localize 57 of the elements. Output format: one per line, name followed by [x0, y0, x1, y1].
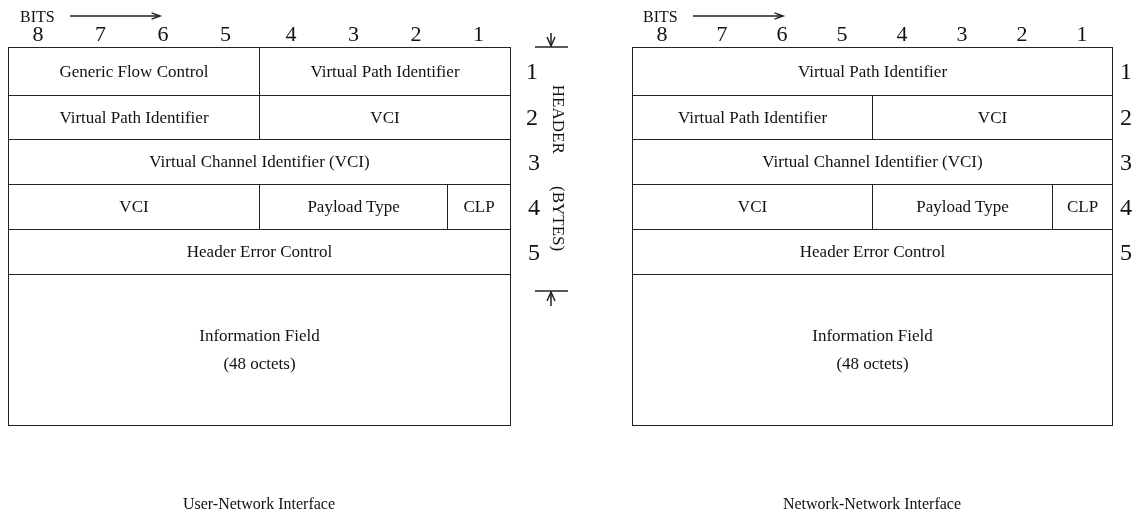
- byte-number: 2: [526, 103, 538, 131]
- bit-number: 3: [348, 21, 359, 47]
- field-name: Payload Type: [916, 197, 1009, 217]
- bit-number: 3: [956, 21, 968, 47]
- field-name: Payload Type: [307, 197, 400, 217]
- bit-number: 5: [836, 21, 848, 47]
- header-field: [632, 139, 1113, 185]
- header-field: [259, 47, 511, 96]
- byte-number: 5: [528, 238, 540, 265]
- field-name: VCI: [737, 197, 768, 217]
- header-field: [632, 229, 1113, 275]
- field-size: (48 octets): [223, 354, 296, 374]
- field-name: Virtual Path Identifier: [797, 61, 948, 82]
- bit-number: 5: [220, 21, 231, 47]
- field-name: CLP: [1066, 197, 1099, 217]
- byte-number: 3: [528, 148, 540, 175]
- field-name: VCI: [977, 107, 1008, 128]
- field-name: Header Error Control: [186, 242, 333, 262]
- byte-number: 2: [1120, 103, 1132, 131]
- bit-number: 7: [716, 21, 728, 47]
- caption: User-Network Interface: [183, 495, 335, 513]
- bit-number: 4: [285, 21, 297, 47]
- field-name: Virtual Path Identifier: [310, 61, 460, 82]
- field-name: Header Error Control: [799, 242, 946, 262]
- header-field: [8, 139, 511, 185]
- byte-number: 5: [1120, 238, 1132, 265]
- field-name: Virtual Path Identifier: [59, 107, 209, 128]
- byte-number: 3: [1120, 148, 1132, 175]
- field-name: CLP: [463, 197, 495, 217]
- caption: Network-Network Interface: [782, 495, 962, 513]
- field-name: Information Field: [812, 326, 933, 346]
- field-size: (48 octets): [836, 354, 909, 374]
- header-field: [8, 47, 260, 96]
- field-name: VCI: [370, 107, 400, 128]
- field-name: Virtual Channel Identifier (VCI): [762, 152, 983, 172]
- header-field: [632, 47, 1113, 96]
- bit-number: 2: [1016, 21, 1028, 47]
- bit-number: 4: [896, 21, 908, 47]
- byte-number: 1: [1120, 57, 1132, 85]
- field-name: VCI: [119, 197, 149, 217]
- bit-number: 2: [410, 21, 422, 47]
- payload-field: [8, 274, 511, 426]
- payload-field: [632, 274, 1113, 426]
- bit-number: 7: [95, 21, 106, 47]
- byte-number: 1: [526, 57, 538, 85]
- field-name: Virtual Channel Identifier (VCI): [149, 152, 370, 172]
- bit-number: 6: [776, 21, 788, 47]
- field-name: Information Field: [199, 326, 320, 346]
- byte-number: 4: [1120, 193, 1132, 220]
- byte-number: 4: [528, 193, 540, 220]
- field-name: Generic Flow Control: [59, 61, 209, 82]
- field-name: Virtual Path Identifier: [677, 107, 828, 128]
- header-field: [8, 229, 511, 275]
- bit-number: 6: [157, 21, 169, 47]
- header-label: HEADER (BYTES): [548, 84, 568, 252]
- bit-number: 1: [1076, 21, 1088, 47]
- bit-number: 1: [473, 21, 484, 47]
